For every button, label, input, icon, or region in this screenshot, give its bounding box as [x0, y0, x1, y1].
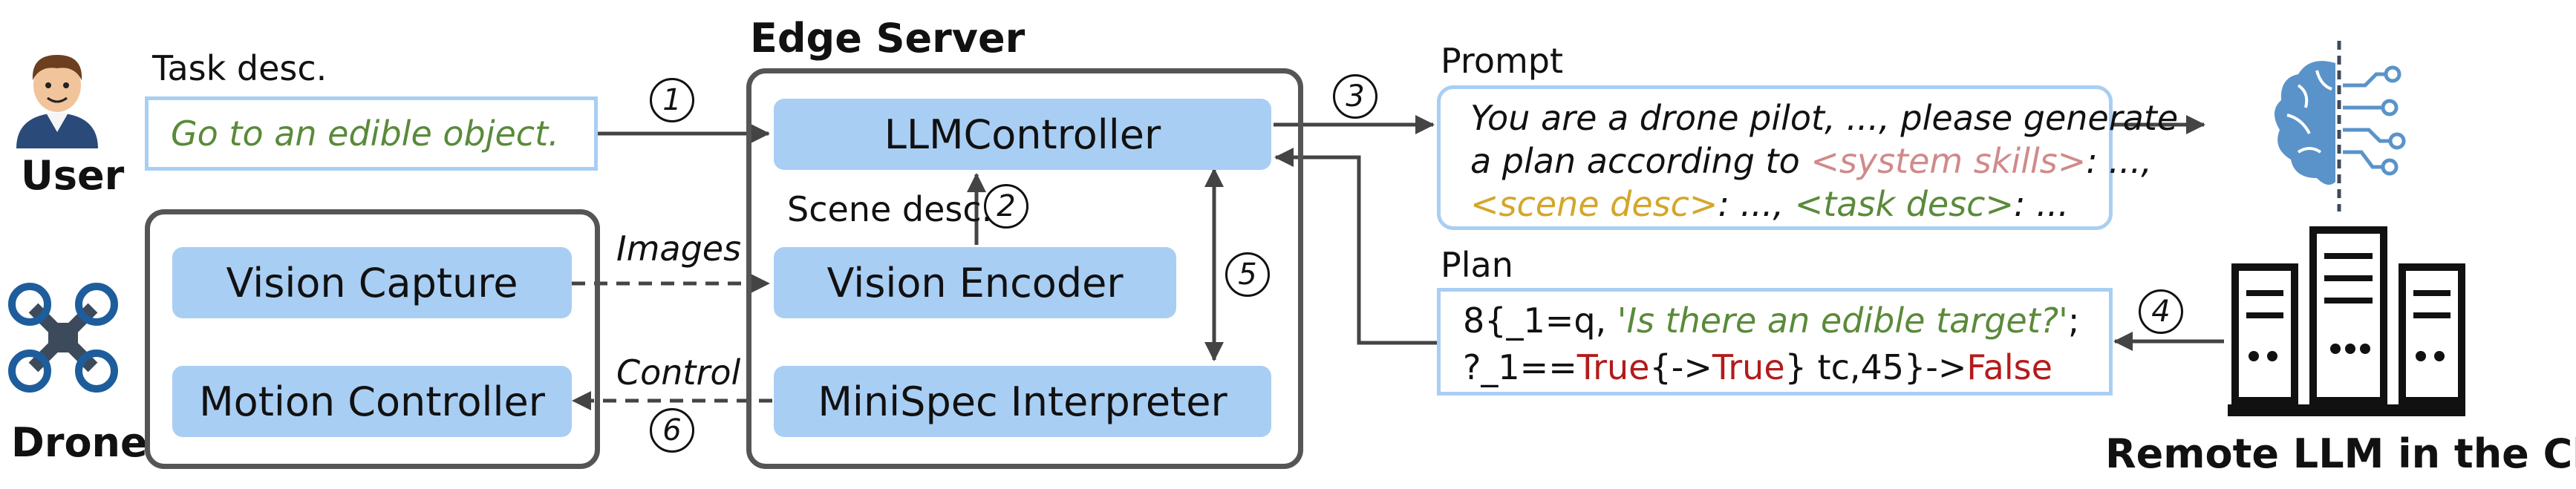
plan-line-2: ?_1==True{->True} tc,45}->False — [1463, 347, 2052, 387]
edge-server-title: Edge Server — [750, 15, 1025, 62]
drone-icon — [7, 282, 119, 393]
minispec-interpreter-block: MiniSpec Interpreter — [774, 366, 1271, 437]
remote-llm-label: Remote LLM in the Cloud — [2105, 430, 2576, 477]
plan-line-1a: 8{_1=q, — [1463, 301, 1617, 341]
server-icon — [2228, 223, 2465, 419]
plan-true-1: True — [1576, 347, 1650, 387]
prompt-scene-desc: <scene desc> — [1470, 184, 1718, 224]
brain-circuit-icon — [2265, 41, 2413, 211]
vision-capture-block: Vision Capture — [172, 247, 572, 318]
vision-encoder-block: Vision Encoder — [774, 247, 1176, 318]
prompt-system-skills: <system skills> — [1810, 141, 2087, 181]
images-label: Images — [616, 229, 742, 269]
step-3-marker: 3 — [1333, 74, 1377, 119]
plan-line-1: 8{_1=q, 'Is there an edible target?'; — [1463, 301, 2079, 341]
plan-question: 'Is there an edible target?' — [1617, 301, 2068, 341]
user-icon — [9, 45, 105, 148]
prompt-line-3d: : ... — [2014, 184, 2070, 224]
llm-controller-block: LLMController — [774, 99, 1271, 170]
plan-line-2a: ?_1== — [1463, 347, 1577, 387]
control-label: Control — [616, 352, 741, 393]
prompt-title: Prompt — [1441, 41, 1564, 81]
plan-false: False — [1966, 347, 2052, 387]
prompt-line-1: You are a drone pilot, ..., please gener… — [1470, 98, 2179, 138]
task-title: Task desc. — [152, 48, 327, 88]
task-text: Go to an edible object. — [171, 114, 559, 154]
prompt-line-2: a plan according to <system skills>: ...… — [1470, 141, 2152, 181]
prompt-line-2c: : ..., — [2086, 141, 2152, 181]
plan-line-1c: ; — [2067, 301, 2080, 341]
prompt-line-2a: a plan according to — [1470, 141, 1811, 181]
motion-controller-block: Motion Controller — [172, 366, 572, 437]
step-1-marker: 1 — [650, 78, 694, 122]
step-6-marker: 6 — [650, 408, 694, 453]
step-2-marker: 2 — [984, 184, 1028, 229]
plan-line-2e: } tc,45}-> — [1784, 347, 1967, 387]
prompt-box: You are a drone pilot, ..., please gener… — [1437, 85, 2178, 230]
prompt-line-3b: : ..., — [1718, 184, 1795, 224]
prompt-line-3: <scene desc>: ..., <task desc>: ... — [1470, 184, 2069, 224]
drone-label: Drone — [11, 419, 148, 466]
task-box: Go to an edible object. — [145, 96, 598, 171]
arrow-plan-to-controller — [1292, 155, 1437, 345]
plan-title: Plan — [1441, 245, 1513, 285]
step-5-marker: 5 — [1225, 252, 1270, 297]
plan-true-2: True — [1712, 347, 1785, 387]
step-4-marker: 4 — [2139, 289, 2183, 334]
scene-desc-label: Scene desc. — [787, 189, 993, 229]
prompt-task-desc: <task desc> — [1794, 184, 2015, 224]
drone-frame — [145, 209, 600, 469]
edge-server-frame — [746, 68, 1303, 469]
plan-box: 8{_1=q, 'Is there an edible target?'; ?_… — [1437, 288, 2113, 396]
user-label: User — [21, 152, 125, 199]
plan-line-2c: {-> — [1649, 347, 1712, 387]
